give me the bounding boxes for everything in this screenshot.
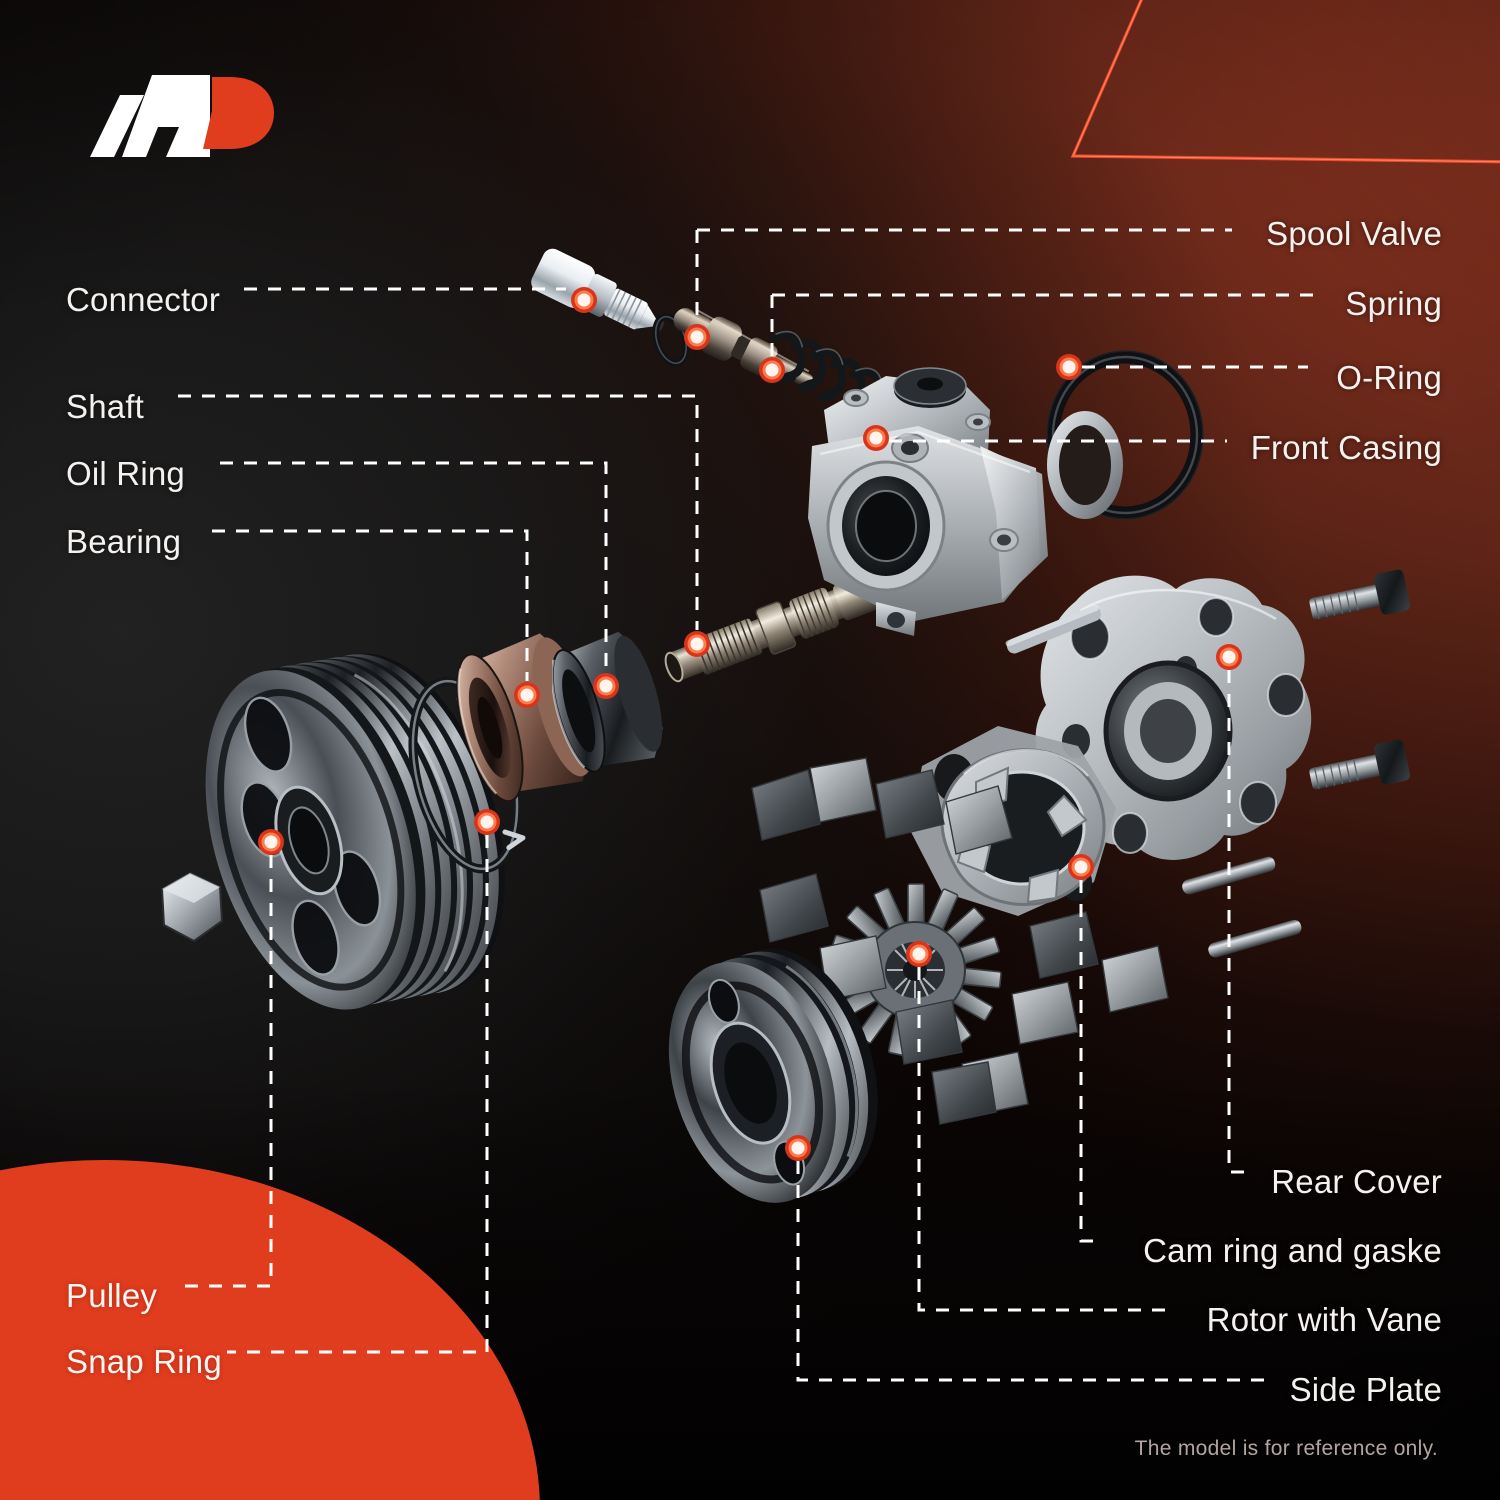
callout-dot-snap-ring xyxy=(474,809,500,835)
callout-dot-connector xyxy=(571,287,597,313)
part-dowel-pin xyxy=(1005,605,1101,654)
callout-dot-front-casing xyxy=(863,425,889,451)
hp-logo xyxy=(90,75,274,157)
part-washer xyxy=(1047,411,1123,519)
callout-dot-oil-ring xyxy=(593,673,619,699)
label-bearing: Bearing xyxy=(66,523,182,560)
part-o-ring xyxy=(1046,350,1204,520)
part-pulley xyxy=(205,653,505,1010)
leader-rear-cover xyxy=(1227,670,1247,1174)
leader-cam-ring xyxy=(1079,880,1102,1243)
label-spool-valve: Spool Valve xyxy=(1266,215,1442,252)
label-oil-ring: Oil Ring xyxy=(66,455,185,492)
reference-footnote: The model is for reference only. xyxy=(1134,1437,1438,1460)
part-vane-plates xyxy=(751,757,1169,1125)
leader-oil-ring xyxy=(220,461,608,672)
label-spring: Spring xyxy=(1345,285,1442,322)
part-pulley-nut xyxy=(160,871,224,943)
part-bolts xyxy=(1182,569,1410,958)
label-rotor-with-vane: Rotor with Vane xyxy=(1206,1301,1442,1338)
part-oil-ring xyxy=(552,631,663,773)
callout-dot-side-plate xyxy=(785,1135,811,1161)
callout-dot-o-ring xyxy=(1056,354,1082,380)
label-connector: Connector xyxy=(66,281,221,318)
label-cam-ring-and-gaske: Cam ring and gaske xyxy=(1143,1232,1442,1269)
leader-shaft xyxy=(178,394,699,630)
label-side-plate: Side Plate xyxy=(1289,1371,1442,1408)
leader-pulley xyxy=(178,855,273,1288)
label-pulley: Pulley xyxy=(66,1277,158,1314)
callout-dot-spring xyxy=(759,357,785,383)
part-shaft xyxy=(664,574,880,683)
label-o-ring: O-Ring xyxy=(1336,359,1442,396)
leader-snap-ring xyxy=(227,835,489,1354)
part-front-casing xyxy=(808,367,1048,636)
callout-dot-spool-valve xyxy=(684,324,710,350)
callout-dots xyxy=(258,287,1242,1161)
label-snap-ring: Snap Ring xyxy=(66,1343,222,1380)
callout-dot-bearing xyxy=(514,682,540,708)
leader-rotor-with-vane xyxy=(917,967,1176,1312)
label-rear-cover: Rear Cover xyxy=(1271,1163,1442,1200)
callout-dot-cam-ring-and-gaske xyxy=(1068,854,1094,880)
callout-dot-pulley xyxy=(258,829,284,855)
leader-bearing xyxy=(212,529,529,681)
label-front-casing: Front Casing xyxy=(1250,429,1442,466)
label-shaft: Shaft xyxy=(66,388,145,425)
callout-dot-rotor-with-vane xyxy=(906,941,932,967)
leader-side-plate xyxy=(796,1161,1265,1382)
callout-dot-rear-cover xyxy=(1216,644,1242,670)
part-side-plate xyxy=(668,948,878,1203)
callout-dot-shaft xyxy=(684,631,710,657)
